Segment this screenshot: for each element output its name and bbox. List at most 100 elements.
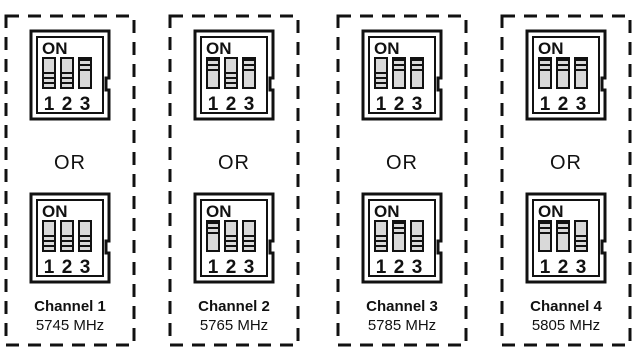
or-label: OR bbox=[386, 152, 418, 174]
pin-number-1: 1 bbox=[44, 257, 55, 278]
switch-lever-3: 3 bbox=[410, 57, 424, 115]
switch-body bbox=[525, 192, 607, 284]
channel-name: Channel 3 bbox=[366, 298, 438, 315]
channel-name: Channel 2 bbox=[198, 298, 270, 315]
switch-body bbox=[361, 29, 443, 121]
channel-name: Channel 1 bbox=[34, 298, 106, 315]
switch-inner-frame bbox=[36, 36, 104, 114]
switch-body bbox=[525, 29, 607, 121]
switch-inner-frame bbox=[532, 36, 600, 114]
switch-lever-2: 2 bbox=[556, 57, 570, 115]
on-label: ON bbox=[42, 202, 68, 221]
channel-name: Channel 4 bbox=[530, 298, 602, 315]
switch-lever-3: 3 bbox=[242, 57, 256, 115]
dashed-border bbox=[168, 14, 300, 347]
switch-body bbox=[361, 192, 443, 284]
on-label: ON bbox=[538, 202, 564, 221]
switch-inner-frame bbox=[200, 36, 268, 114]
switch-body bbox=[29, 29, 111, 121]
pin-number-1: 1 bbox=[44, 94, 55, 115]
switch-lever-1: 1 bbox=[374, 220, 388, 278]
switch-lever-3: 3 bbox=[78, 57, 92, 115]
on-label: ON bbox=[206, 39, 232, 58]
switch-lever-1: 1 bbox=[538, 220, 552, 278]
channel-frequency: 5765 MHz bbox=[199, 317, 269, 334]
on-label: ON bbox=[206, 202, 232, 221]
switch-lever-3: 3 bbox=[574, 57, 588, 115]
pin-number-1: 1 bbox=[540, 94, 551, 115]
pin-number-3: 3 bbox=[412, 94, 423, 115]
pin-number-1: 1 bbox=[208, 257, 219, 278]
pin-number-3: 3 bbox=[576, 257, 587, 278]
pin-number-2: 2 bbox=[62, 257, 73, 278]
switch-inner-frame bbox=[368, 36, 436, 114]
pin-number-1: 1 bbox=[376, 257, 387, 278]
pin-number-2: 2 bbox=[226, 257, 237, 278]
switch-lever-3: 3 bbox=[574, 220, 588, 278]
switch-lever-3: 3 bbox=[242, 220, 256, 278]
switch-lever-2: 2 bbox=[60, 57, 74, 115]
switch-lever-1: 1 bbox=[42, 220, 56, 278]
switch-body bbox=[193, 29, 275, 121]
pin-number-3: 3 bbox=[576, 94, 587, 115]
pin-number-2: 2 bbox=[394, 257, 405, 278]
pin-number-3: 3 bbox=[244, 257, 255, 278]
switch-inner-frame bbox=[368, 199, 436, 277]
dashed-border bbox=[336, 14, 468, 347]
pin-number-2: 2 bbox=[558, 257, 569, 278]
switch-lever-2: 2 bbox=[224, 220, 238, 278]
switch-inner-frame bbox=[36, 199, 104, 277]
channel-frequency: 5785 MHz bbox=[367, 317, 437, 334]
switch-lever-2: 2 bbox=[224, 57, 238, 115]
or-label: OR bbox=[54, 152, 86, 174]
dashed-border bbox=[500, 14, 632, 347]
channel-frequency: 5805 MHz bbox=[531, 317, 601, 334]
pin-number-3: 3 bbox=[412, 257, 423, 278]
pin-number-2: 2 bbox=[226, 94, 237, 115]
pin-number-1: 1 bbox=[376, 94, 387, 115]
switch-lever-3: 3 bbox=[410, 220, 424, 278]
on-label: ON bbox=[538, 39, 564, 58]
pin-number-3: 3 bbox=[244, 94, 255, 115]
switch-lever-1: 1 bbox=[538, 57, 552, 115]
pin-number-1: 1 bbox=[540, 257, 551, 278]
switch-lever-3: 3 bbox=[78, 220, 92, 278]
switch-body bbox=[193, 192, 275, 284]
on-label: ON bbox=[42, 39, 68, 58]
dashed-border bbox=[4, 14, 136, 347]
on-label: ON bbox=[374, 202, 400, 221]
switch-lever-1: 1 bbox=[206, 57, 220, 115]
switch-lever-2: 2 bbox=[60, 220, 74, 278]
switch-inner-frame bbox=[532, 199, 600, 277]
switch-inner-frame bbox=[200, 199, 268, 277]
channel-frequency: 5745 MHz bbox=[35, 317, 105, 334]
pin-number-2: 2 bbox=[394, 94, 405, 115]
switch-lever-1: 1 bbox=[374, 57, 388, 115]
or-label: OR bbox=[218, 152, 250, 174]
pin-number-2: 2 bbox=[558, 94, 569, 115]
or-label: OR bbox=[550, 152, 582, 174]
pin-number-3: 3 bbox=[80, 257, 91, 278]
pin-number-1: 1 bbox=[208, 94, 219, 115]
switch-lever-2: 2 bbox=[392, 220, 406, 278]
pin-number-2: 2 bbox=[62, 94, 73, 115]
on-label: ON bbox=[374, 39, 400, 58]
switch-lever-1: 1 bbox=[206, 220, 220, 278]
switch-lever-2: 2 bbox=[392, 57, 406, 115]
switch-body bbox=[29, 192, 111, 284]
switch-lever-1: 1 bbox=[42, 57, 56, 115]
pin-number-3: 3 bbox=[80, 94, 91, 115]
switch-lever-2: 2 bbox=[556, 220, 570, 278]
